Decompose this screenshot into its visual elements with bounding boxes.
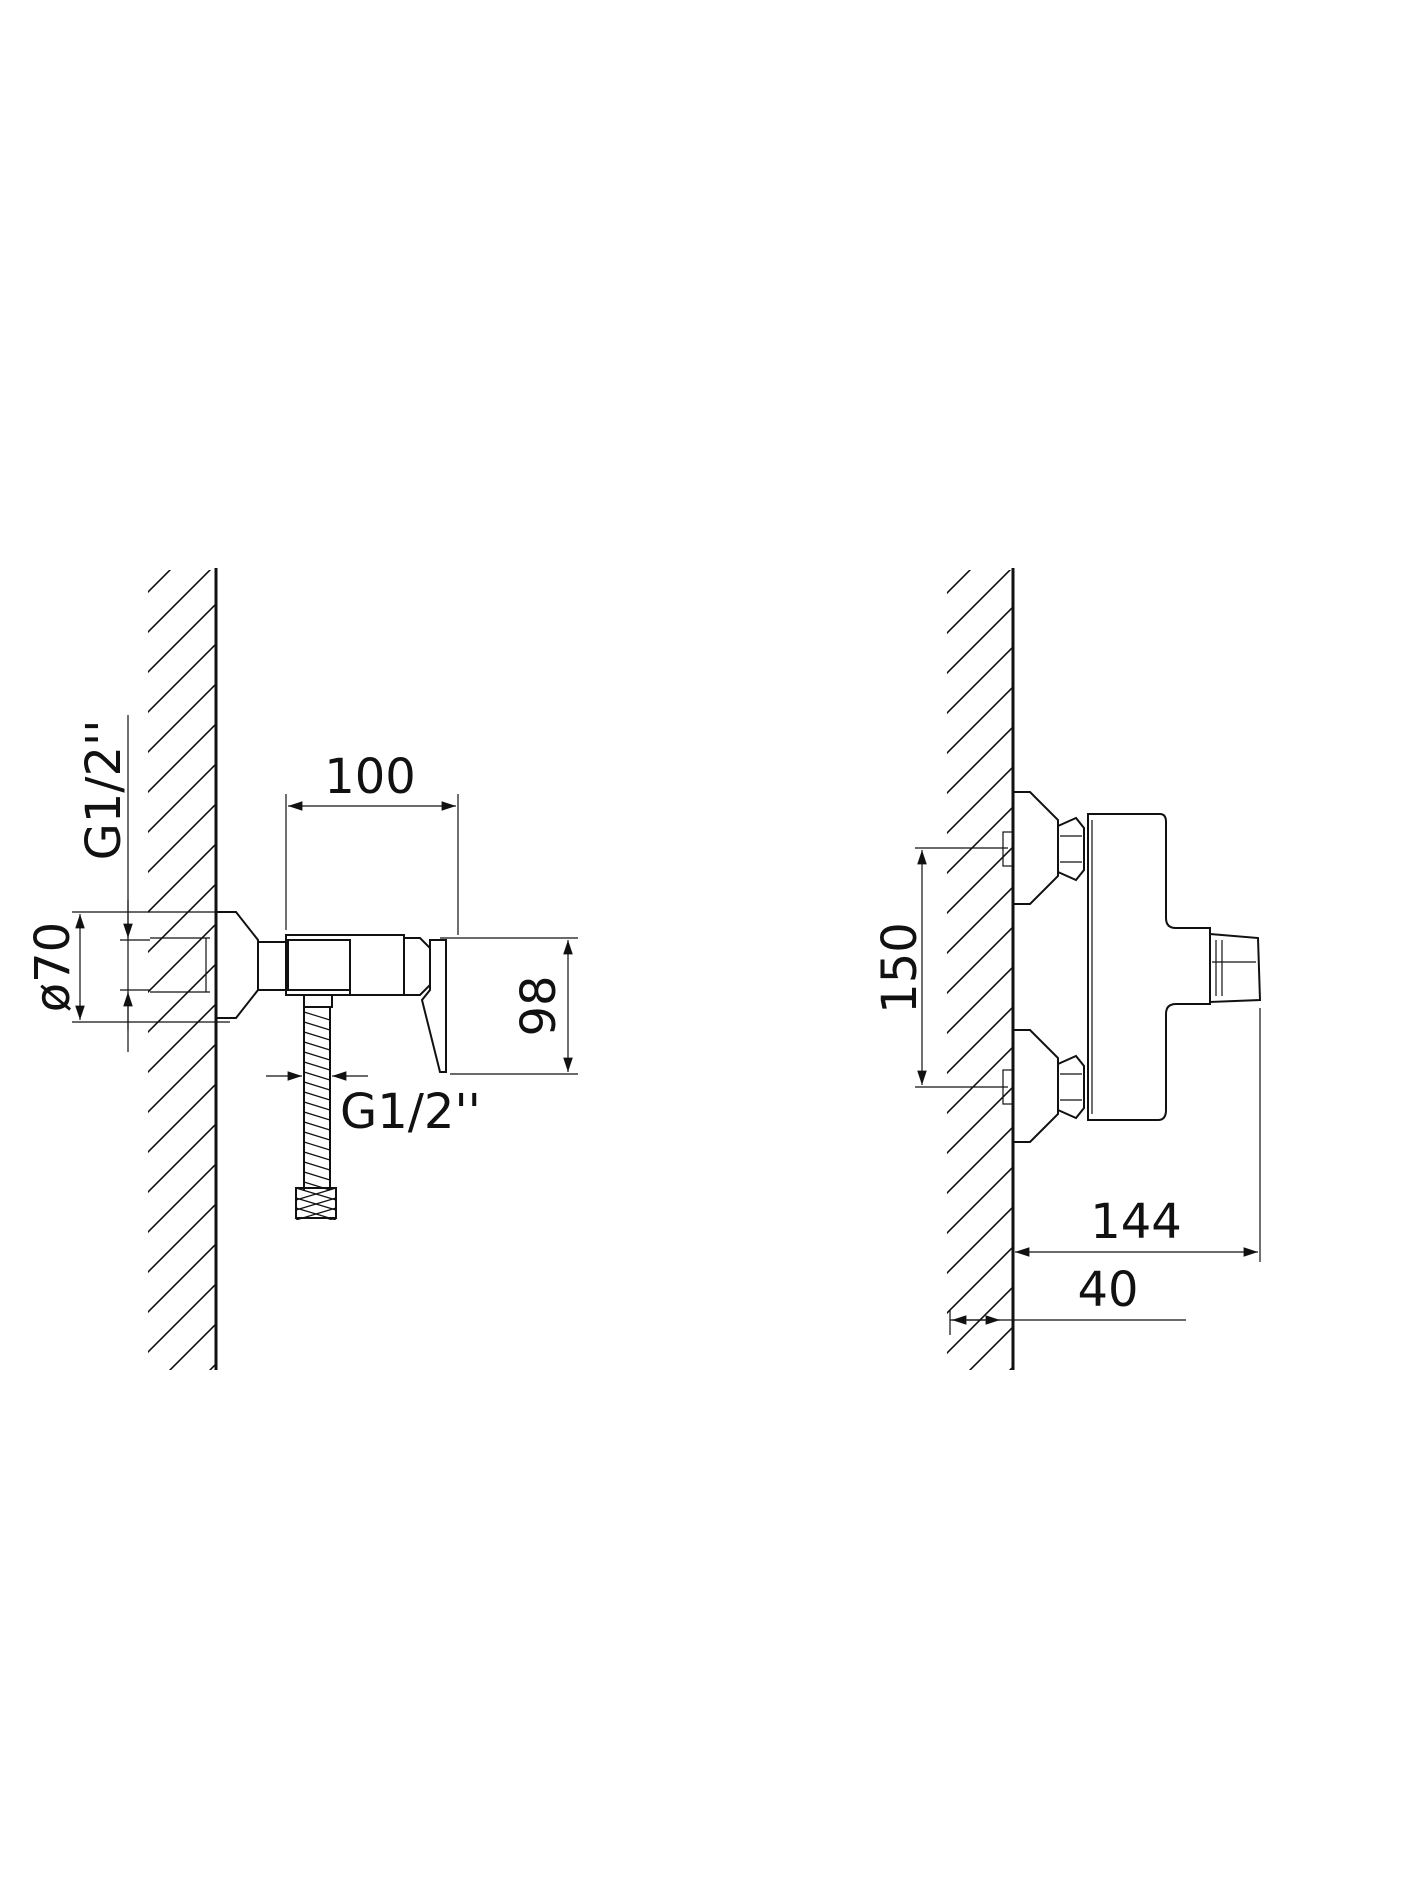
left-escutcheon (215, 911, 259, 1019)
dim-thread-bottom-label: G1/2'' (340, 1084, 481, 1140)
lever-cartridge (1209, 932, 1262, 1004)
dim-spacing-label: 150 (872, 922, 928, 1014)
dim-height-98: 98 (440, 937, 578, 1075)
dim-thread-top-label: G1/2'' (76, 720, 132, 861)
right-view: 150 144 40 (872, 568, 1262, 1370)
right-wall (947, 568, 1015, 1370)
right-mixer-body (1087, 813, 1262, 1121)
dim-thread-bottom: G1/2'' (266, 1020, 481, 1140)
dim-thread-top: G1/2'' (76, 715, 150, 1052)
dim-width-100: 100 (285, 749, 459, 935)
left-mixer-body (285, 934, 447, 1073)
mixer-body-outline (1087, 813, 1211, 1121)
right-wall-hatch (947, 570, 1013, 1370)
hose-end-connector (295, 1187, 337, 1219)
dim-depth-144: 144 (1015, 1008, 1261, 1262)
dim-diameter-label: ø70 (25, 922, 81, 1012)
left-nut (257, 941, 287, 991)
left-wall-hatch (148, 570, 215, 1370)
upper-nut (1057, 816, 1085, 882)
lower-escutcheon (1012, 1029, 1059, 1143)
dim-diameter-70: ø70 (25, 911, 230, 1023)
lower-connection (1012, 1029, 1085, 1143)
mixer-body-rect (285, 934, 405, 996)
dim-height-label: 98 (511, 975, 567, 1036)
dim-width-label: 100 (324, 749, 416, 805)
dim-spacing-150: 150 (872, 847, 1008, 1088)
left-wall (148, 568, 218, 1370)
dim-wall-label: 40 (1077, 1262, 1138, 1318)
lever-handle (420, 939, 447, 1073)
upper-escutcheon (1012, 791, 1059, 905)
upper-connection (1012, 791, 1085, 905)
lower-nut (1057, 1054, 1085, 1120)
dim-wall-40: 40 (949, 1262, 1186, 1335)
dim-depth-label: 144 (1090, 1194, 1182, 1250)
left-view: 100 98 ø70 G1/2'' (25, 568, 578, 1370)
